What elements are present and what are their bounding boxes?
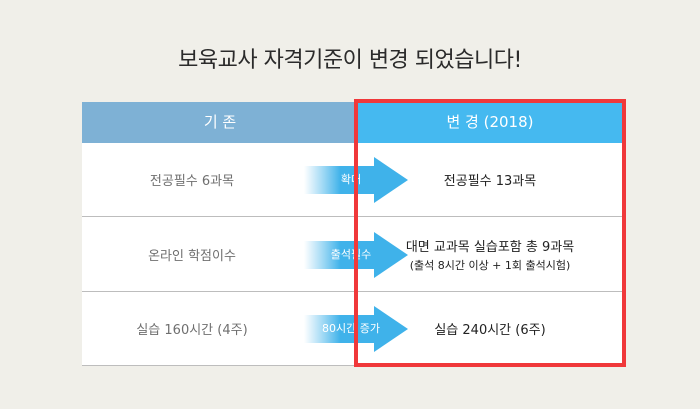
new-requirement-sub: (출석 8시간 이상 + 1회 출석시험) [409, 258, 571, 272]
old-requirement: 온라인 학점이수 [148, 248, 236, 264]
table-row: 실습 160시간 (4주) 80시간 증가 실습 240시간 (6주) [82, 292, 622, 366]
header-new: 변 경 (2018) [358, 102, 622, 143]
new-requirement-main: 전공필수 13과목 [443, 174, 537, 189]
new-requirement: 실습 240시간 (6주) [358, 292, 622, 365]
new-requirement-main: 대면 교과목 실습포함 총 9과목 [405, 239, 575, 255]
page-title: 보육교사 자격기준이 변경 되었습니다! [178, 48, 522, 73]
new-requirement-main: 실습 240시간 (6주) [434, 323, 546, 338]
new-requirement: 전공필수 13과목 [358, 143, 622, 216]
change-label: 80시간 증가 [322, 322, 380, 335]
old-requirement: 실습 160시간 (4주) [136, 323, 248, 338]
comparison-table: 기 존 변 경 (2018) 전공필수 6과목 확대 전공필수 13과목 온라 [82, 102, 622, 366]
table-row: 전공필수 6과목 확대 전공필수 13과목 [82, 143, 622, 217]
old-requirement: 전공필수 6과목 [149, 174, 235, 189]
table-row: 온라인 학점이수 출석필수 대면 교과목 실습포함 총 9과목 (출석 8시간 … [82, 217, 622, 292]
new-requirement: 대면 교과목 실습포함 총 9과목 (출석 8시간 이상 + 1회 출석시험) [358, 217, 622, 291]
change-label: 출석필수 [330, 248, 372, 261]
header-old: 기 존 [82, 102, 358, 143]
